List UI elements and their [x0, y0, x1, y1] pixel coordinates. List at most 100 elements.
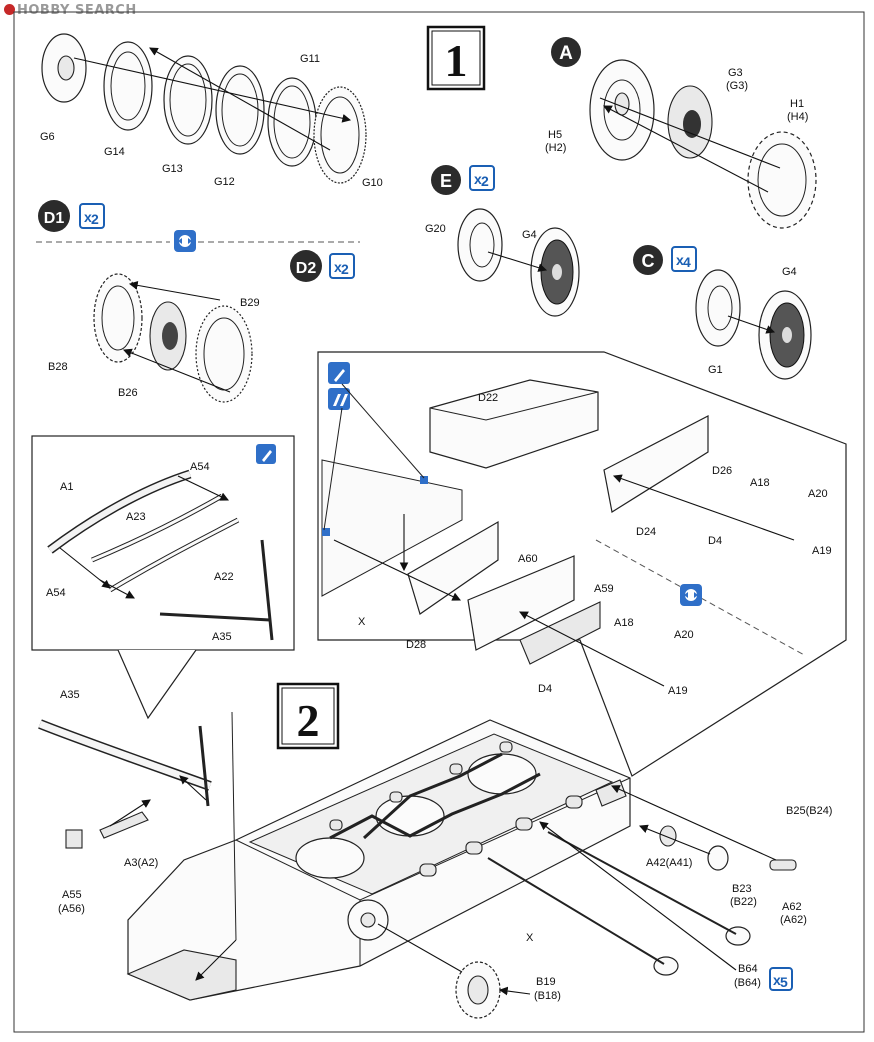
label-g20: G20: [425, 223, 446, 235]
label-b25-b24: B25(B24): [786, 805, 832, 817]
label-d24: D24: [636, 526, 656, 538]
label-g1: G1: [708, 364, 723, 376]
label-g13: G13: [162, 163, 183, 175]
label-b64: B64: [738, 963, 758, 975]
variant-c-badge: C x 4: [633, 245, 697, 275]
label-d28: D28: [406, 639, 426, 651]
label-g4-c: G4: [782, 266, 797, 278]
alternate-icon-mudguard: [680, 584, 702, 606]
variant-c-letter: C: [642, 251, 655, 271]
label-b29: B29: [240, 297, 260, 309]
label-h1: H1: [790, 98, 804, 110]
label-a62-alt: (A62): [780, 914, 807, 926]
label-a62: A62: [782, 901, 802, 913]
alternate-icon-d: [174, 230, 196, 252]
road-wheel-exploded-g: [41, 33, 367, 184]
b64-qty: 5: [780, 974, 788, 990]
track-return-parts: [487, 825, 797, 976]
wheel-pair-e: [457, 208, 580, 317]
variant-e-letter: E: [440, 171, 452, 191]
hull-stubs: [329, 741, 583, 877]
paint-brush-icon-2: [328, 362, 350, 384]
label-a59: A59: [594, 583, 614, 595]
label-g6: G6: [40, 131, 55, 143]
label-a1: A1: [60, 481, 73, 493]
label-a23: A23: [126, 511, 146, 523]
wheel-pair-c: [695, 269, 812, 380]
label-b64-alt: (B64): [734, 977, 761, 989]
label-b23: B23: [732, 883, 752, 895]
paint-brush-icon: [256, 444, 276, 464]
label-a42-a41: A42(A41): [646, 857, 692, 869]
label-b26: B26: [118, 387, 138, 399]
mudguard-inset: [317, 351, 847, 777]
label-d4-top: D4: [708, 535, 722, 547]
variant-e-badge: E x 2: [431, 165, 495, 195]
paint-stripe-icon: [328, 388, 350, 410]
variant-a-badge: A: [551, 37, 581, 67]
page-border: [13, 11, 865, 1033]
label-h5: H5: [548, 129, 562, 141]
label-a20-top: A20: [808, 488, 828, 500]
b64-x: x: [773, 972, 781, 988]
variant-d2-letter: D2: [296, 260, 317, 277]
label-a56-alt: (A56): [58, 903, 85, 915]
variant-c-x: x: [676, 252, 684, 268]
watermark: HOBBY SEARCH: [4, 3, 137, 18]
label-a35-inset: A35: [212, 631, 232, 643]
step-1-marker: 1: [426, 25, 486, 91]
sprocket-assembly: [589, 59, 817, 229]
label-g12: G12: [214, 176, 235, 188]
variant-e-x: x: [474, 171, 482, 187]
label-b19: B19: [536, 976, 556, 988]
suspension-inset: [31, 435, 295, 720]
watermark-text: HOBBY SEARCH: [17, 3, 137, 18]
brand-logo-icon: [4, 4, 15, 15]
label-a19-bottom: A19: [668, 685, 688, 697]
variant-d2-badge: D2 x 2: [290, 250, 355, 282]
step-2-marker: 2: [276, 682, 340, 750]
label-a35-hull: A35: [60, 689, 80, 701]
label-g10: G10: [362, 177, 383, 189]
label-h2-alt: (H2): [545, 142, 566, 154]
label-b28: B28: [48, 361, 68, 373]
label-b22-alt: (B22): [730, 896, 757, 908]
variant-d1-badge: D1 x 2: [38, 200, 105, 232]
label-a60: A60: [518, 553, 538, 565]
label-d22: D22: [478, 392, 498, 404]
hull-lower: [38, 711, 797, 1019]
label-x-hull: X: [526, 932, 534, 944]
label-a18-bottom: A18: [614, 617, 634, 629]
label-d4-bottom: D4: [538, 683, 552, 695]
step-1-number: 1: [445, 35, 468, 86]
label-g4-e: G4: [522, 229, 537, 241]
label-h4-alt: (H4): [787, 111, 808, 123]
label-a18-top: A18: [750, 477, 770, 489]
label-d26: D26: [712, 465, 732, 477]
variant-d1-letter: D1: [44, 210, 65, 227]
variant-d1-x: x: [84, 209, 92, 225]
label-a20-bottom: A20: [674, 629, 694, 641]
label-g14: G14: [104, 146, 125, 158]
variant-d2-x: x: [334, 259, 342, 275]
variant-a-letter: A: [559, 43, 573, 64]
label-a54-top: A54: [190, 461, 210, 473]
b64-qty-badge: x 5: [769, 967, 793, 991]
label-g3: G3: [728, 67, 743, 79]
variant-d2-qty: 2: [341, 261, 349, 277]
label-b18-alt: (B18): [534, 990, 561, 1002]
variant-d1-qty: 2: [91, 211, 99, 227]
label-x-inset: X: [358, 616, 366, 628]
label-a54-bottom: A54: [46, 587, 66, 599]
label-g3-alt: (G3): [726, 80, 748, 92]
variant-c-qty: 4: [683, 254, 691, 270]
label-a55: A55: [62, 889, 82, 901]
label-a3-a2: A3(A2): [124, 857, 158, 869]
step-2-number: 2: [297, 695, 320, 746]
wheel-assembly-b: [93, 273, 253, 403]
label-a19-top: A19: [812, 545, 832, 557]
label-g11: G11: [300, 53, 320, 65]
idler-wheel: [455, 961, 501, 1019]
